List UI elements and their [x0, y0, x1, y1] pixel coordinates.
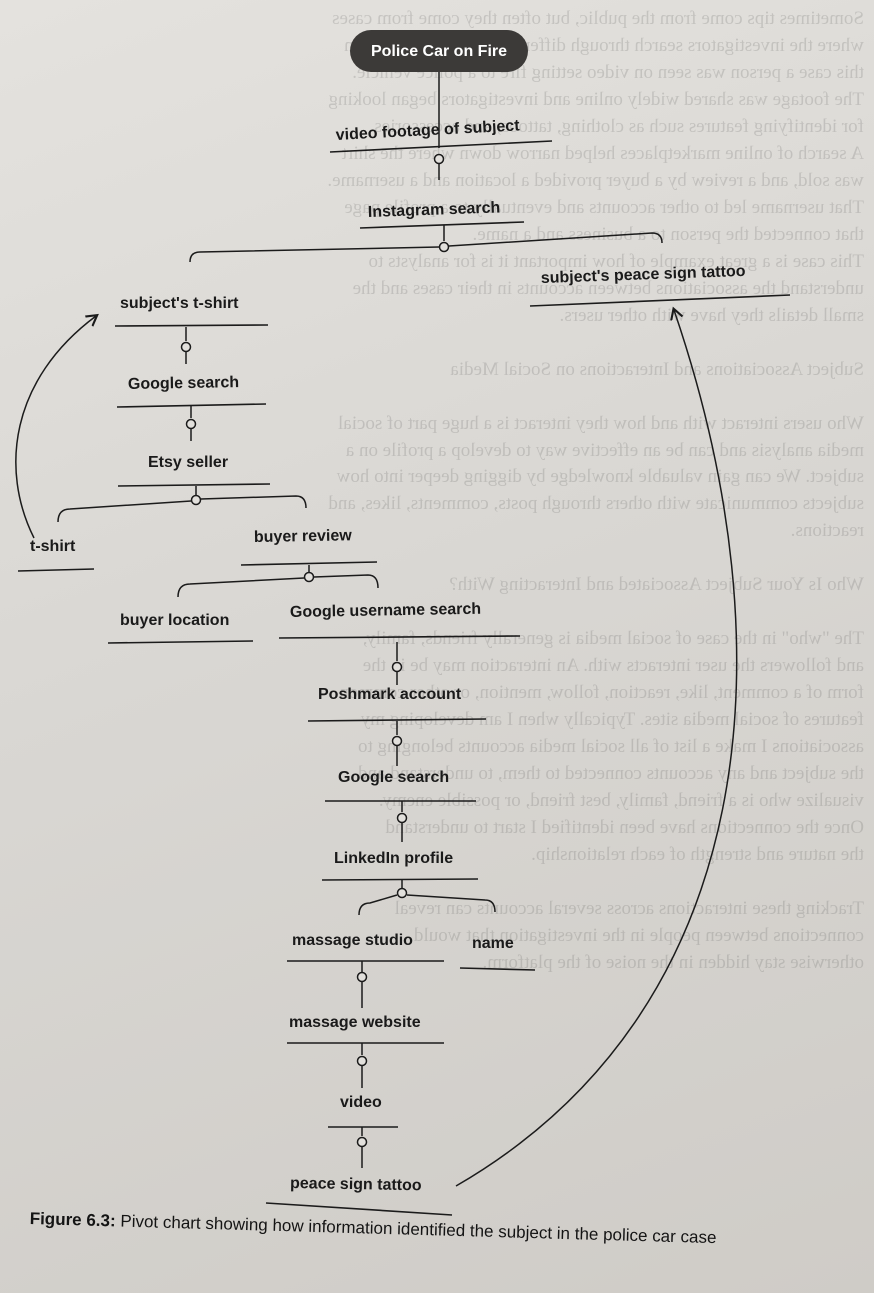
- node-peace-sign-tattoo: peace sign tattoo: [265, 1175, 453, 1216]
- connector-knot: [433, 153, 445, 165]
- node-tshirt: t-shirt: [17, 538, 95, 572]
- node-name: name: [459, 935, 536, 971]
- node-buyer-review: buyer review: [240, 527, 378, 566]
- node-massage-website: massage website: [287, 1014, 444, 1044]
- connectors: [57, 72, 663, 1168]
- node-google-search-1: Google search: [116, 374, 267, 408]
- node-label: massage website: [289, 1014, 421, 1031]
- arrow-tattoo-to-subject-tattoo: [455, 310, 738, 1187]
- node-label: video: [340, 1094, 382, 1111]
- node-label: massage studio: [292, 932, 413, 949]
- connector-knot: [391, 735, 403, 747]
- node-label: t-shirt: [30, 538, 76, 555]
- node-buyer-location: buyer location: [107, 612, 254, 644]
- node-video: video: [328, 1094, 398, 1128]
- node-subject-tattoo: subject's peace sign tattoo: [529, 263, 791, 307]
- node-google-search-2: Google search: [325, 769, 476, 802]
- node-video-footage: video footage of subject: [329, 117, 553, 153]
- root-label: Police Car on Fire: [371, 43, 507, 60]
- node-etsy-seller: Etsy seller: [117, 454, 271, 487]
- node-linkedin-profile: LinkedIn profile: [321, 850, 479, 881]
- connector-knot: [396, 812, 408, 824]
- node-label: subject's t-shirt: [120, 295, 239, 312]
- connector-knot: [356, 1136, 368, 1148]
- node-instagram-search: Instagram search: [359, 199, 525, 229]
- node-label: Etsy seller: [148, 454, 228, 471]
- figure-number: Figure 6.3:: [29, 1209, 116, 1231]
- node-label: subject's peace sign tattoo: [541, 263, 746, 287]
- node-label: Poshmark account: [318, 686, 462, 703]
- arrow-tshirt-to-subject-tshirt: [15, 316, 96, 539]
- node-label: video footage of subject: [335, 117, 520, 144]
- node-google-username-search: Google username search: [278, 601, 521, 639]
- root-node: Police Car on Fire: [350, 30, 528, 72]
- connector-knot: [356, 971, 368, 983]
- connector-knot: [438, 241, 450, 253]
- connector-knot: [391, 661, 403, 673]
- node-label: name: [472, 935, 514, 952]
- connector-knot: [396, 887, 408, 899]
- connector-knot: [190, 494, 202, 506]
- node-label: buyer location: [120, 612, 229, 629]
- node-label: peace sign tattoo: [290, 1175, 422, 1194]
- connector-knot: [303, 571, 315, 583]
- node-label: Instagram search: [368, 199, 501, 221]
- node-label: buyer review: [254, 527, 353, 546]
- node-label: Google username search: [290, 601, 481, 621]
- node-label: Google search: [338, 769, 449, 786]
- node-massage-studio: massage studio: [287, 932, 444, 962]
- node-poshmark-account: Poshmark account: [307, 686, 487, 722]
- node-subject-tshirt: subject's t-shirt: [114, 295, 269, 327]
- connector-knot: [180, 341, 192, 353]
- connector-knot: [185, 418, 197, 430]
- node-label: Google search: [128, 374, 239, 393]
- connector-knot: [356, 1055, 368, 1067]
- node-label: LinkedIn profile: [334, 850, 453, 867]
